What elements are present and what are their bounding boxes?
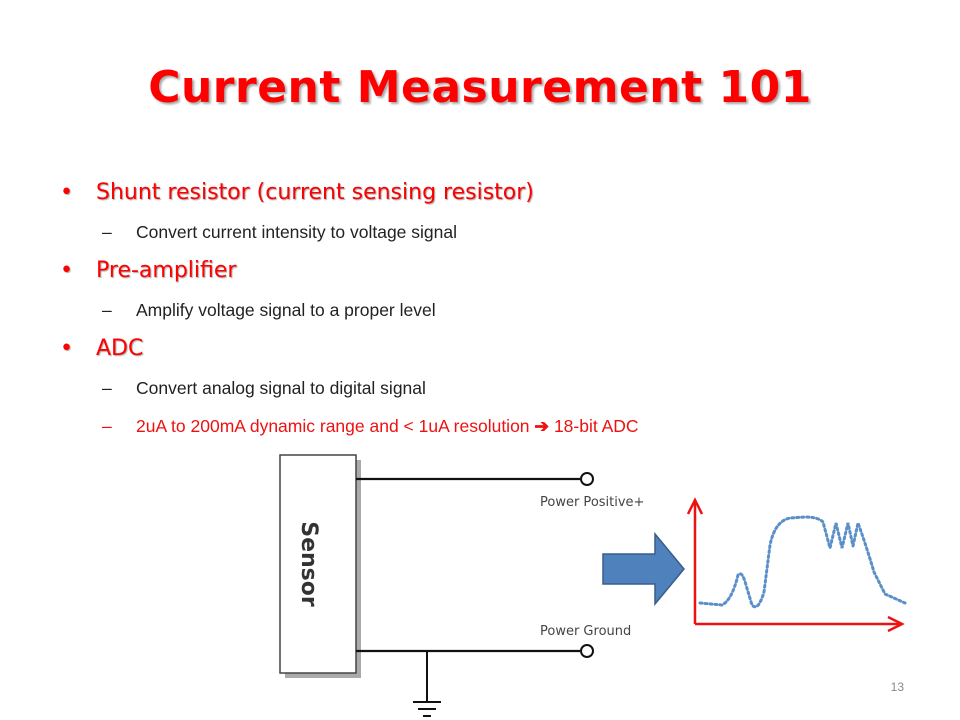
bullet-shunt-resistor: • Shunt resistor (current sensing resist… (60, 174, 940, 214)
sensor-box (279, 454, 357, 674)
adc-highlight-line: – 2uA to 200mA dynamic range and < 1uA r… (60, 408, 940, 446)
adc-highlight-before: 2uA to 200mA dynamic range and < 1uA res… (136, 416, 535, 436)
bullet-dot: • (60, 336, 73, 361)
sensor-label: Sensor (296, 521, 321, 607)
bullet-text: Shunt resistor (current sensing resistor… (96, 180, 534, 205)
power-positive-terminal (580, 472, 594, 486)
dash-marker: – (102, 416, 112, 436)
sub-bullet-text: Amplify voltage signal to a proper level (136, 300, 436, 320)
bullet-pre-amplifier: • Pre-amplifier (60, 252, 940, 292)
bullet-dot: • (60, 180, 73, 205)
bullet-text: ADC (96, 336, 144, 361)
sub-bullet: – Convert analog signal to digital signa… (60, 370, 940, 408)
power-positive-label: Power Positive+ (540, 495, 644, 510)
dash-marker: – (102, 300, 112, 320)
waveform-signal (698, 515, 907, 609)
dash-marker: – (102, 378, 112, 398)
sub-bullet: – Convert current intensity to voltage s… (60, 214, 940, 252)
bullet-dot: • (60, 258, 73, 283)
bullet-list: • Shunt resistor (current sensing resist… (60, 174, 940, 446)
power-ground-label: Power Ground (540, 624, 631, 639)
waveform-axes (686, 497, 905, 633)
sub-bullet-text: Convert analog signal to digital signal (136, 378, 426, 398)
block-arrow-icon (602, 531, 685, 607)
adc-highlight-after: 18-bit ADC (549, 416, 639, 436)
bullet-text: Pre-amplifier (96, 258, 237, 283)
page-number: 13 (890, 680, 904, 694)
slide-title: Current Measurement 101 (148, 62, 812, 113)
bullet-adc: • ADC (60, 330, 940, 370)
sub-bullet-text: Convert current intensity to voltage sig… (136, 222, 457, 242)
right-arrow-icon: ➔ (534, 416, 550, 436)
dash-marker: – (102, 222, 112, 242)
ground-icon (413, 651, 441, 717)
sub-bullet: – Amplify voltage signal to a proper lev… (60, 292, 940, 330)
power-ground-terminal (580, 644, 594, 658)
